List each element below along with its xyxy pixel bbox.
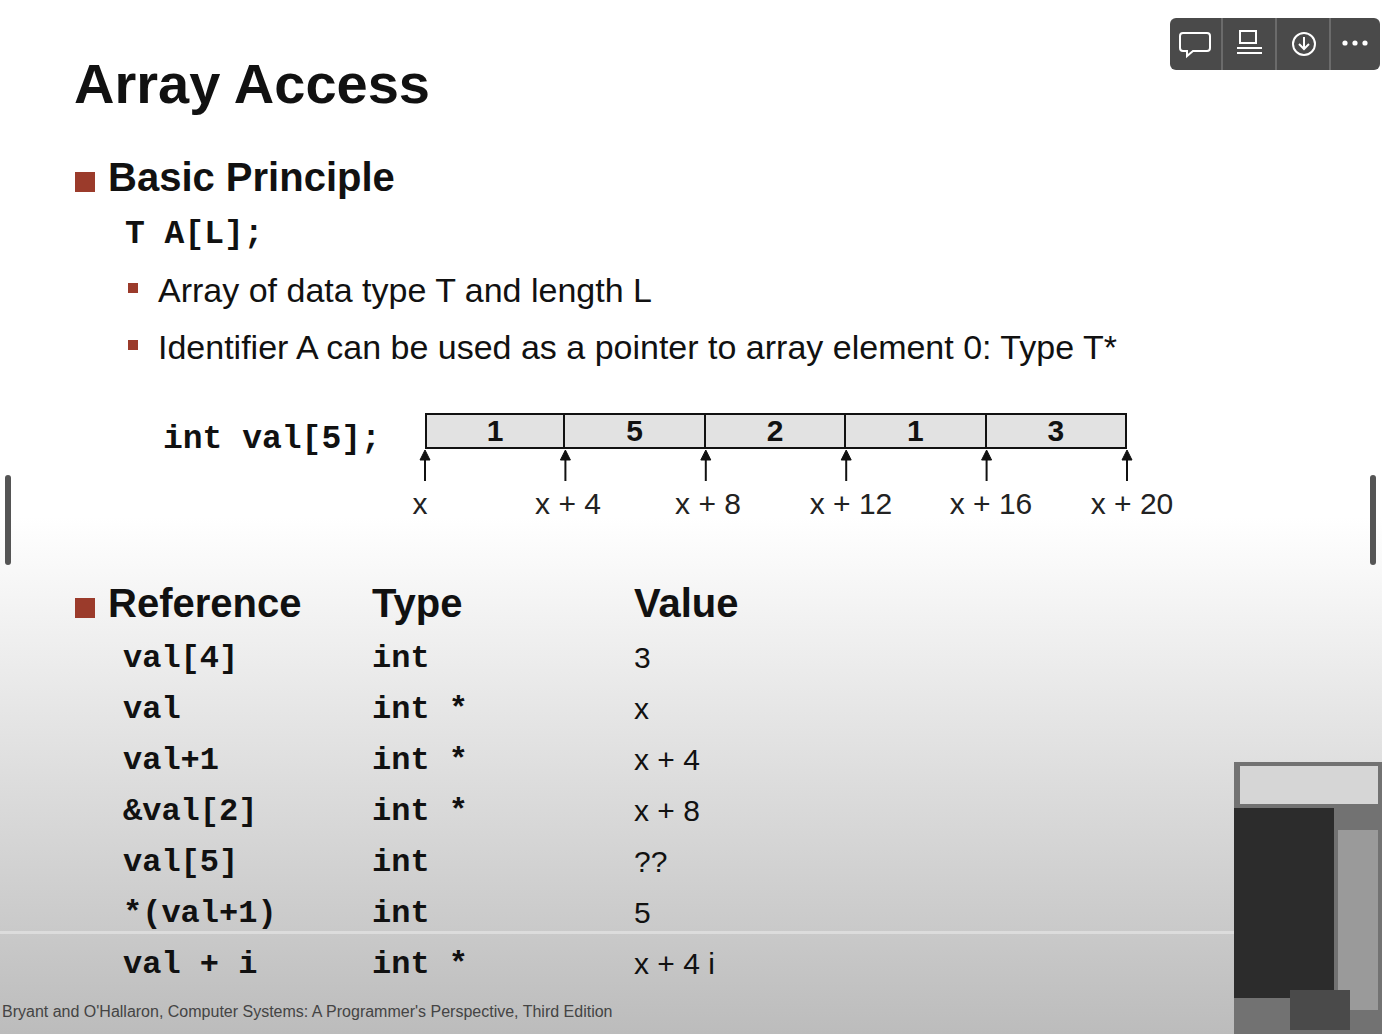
- address-label: x + 12: [810, 487, 893, 522]
- table-cell: 3: [634, 641, 651, 676]
- table-cell: x + 8: [634, 794, 700, 829]
- bullet-square: [128, 283, 138, 293]
- bullet-square: [128, 340, 138, 350]
- cell-value: 2: [767, 416, 784, 446]
- table-cell: x + 4 i: [634, 947, 715, 982]
- section-heading: Basic Principle: [108, 154, 395, 200]
- table-cell: &val[2]: [123, 794, 257, 831]
- bullet-text: Array of data type T and length L: [158, 271, 652, 310]
- array-cell: 2: [704, 413, 846, 449]
- address-ticks: [420, 450, 1132, 481]
- table-cell: int *: [372, 794, 468, 831]
- table-cell: val[5]: [123, 845, 238, 882]
- table-cell: x: [634, 692, 649, 727]
- table-cell: int *: [372, 692, 468, 729]
- address-label: x + 8: [675, 487, 741, 522]
- scroll-handle: [5, 475, 11, 565]
- table-cell: val + i: [123, 947, 257, 984]
- table-header: Type: [372, 580, 462, 626]
- array-cell: 1: [425, 413, 565, 449]
- table-cell: int *: [372, 743, 468, 780]
- table-cell: val: [123, 692, 181, 729]
- slide-title: Array Access: [74, 52, 430, 116]
- address-label: x + 20: [1091, 487, 1174, 522]
- address-label: x + 16: [950, 487, 1033, 522]
- code-declaration: T A[L];: [125, 216, 264, 254]
- bullet-text: Identifier A can be used as a pointer to…: [158, 328, 1117, 367]
- table-cell: *(val+1): [123, 896, 277, 933]
- bullet-square: [75, 598, 95, 618]
- table-cell: int: [372, 641, 430, 678]
- cell-value: 5: [626, 416, 643, 446]
- table-cell: int: [372, 845, 430, 882]
- webcam-inset: [1234, 762, 1382, 1034]
- address-label: x + 4: [535, 487, 601, 522]
- table-cell: int *: [372, 947, 468, 984]
- table-cell: val[4]: [123, 641, 238, 678]
- table-header: Value: [634, 580, 739, 626]
- video-toolbar: [1170, 18, 1380, 70]
- cell-value: 1: [907, 416, 924, 446]
- scroll-handle: [1370, 475, 1376, 565]
- table-cell: x + 4: [634, 743, 700, 778]
- cell-value: 3: [1047, 416, 1064, 446]
- bullet-square: [75, 172, 95, 192]
- cell-value: 1: [487, 416, 504, 446]
- table-cell: 5: [634, 896, 651, 931]
- footer-credit: Bryant and O'Hallaron, Computer Systems:…: [2, 1003, 613, 1021]
- table-cell: ??: [634, 845, 667, 880]
- array-cell: 3: [985, 413, 1127, 449]
- table-cell: int: [372, 896, 430, 933]
- array-cell: 5: [563, 413, 705, 449]
- table-cell: val+1: [123, 743, 219, 780]
- table-header: Reference: [108, 580, 301, 626]
- array-cell: 1: [844, 413, 986, 449]
- code-declaration: int val[5];: [163, 421, 381, 459]
- address-label: x: [413, 487, 428, 522]
